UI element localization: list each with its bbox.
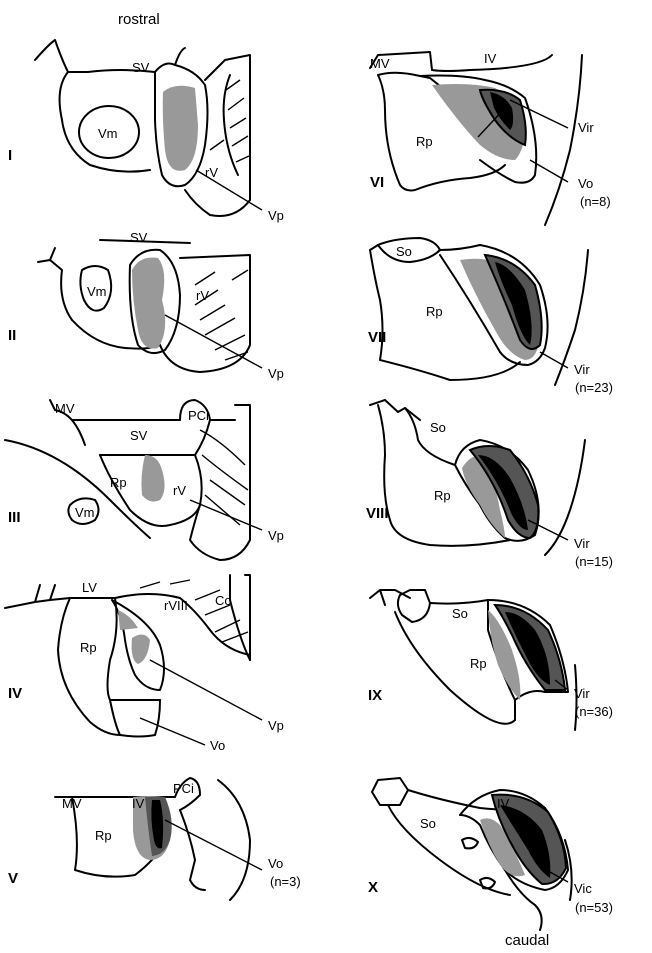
rp-label: Rp [110,475,127,490]
iv-label: IV [497,796,510,811]
mv-label: MV [62,796,82,811]
vic-callout: Vic [574,881,592,896]
vir-callout: Vir [574,536,590,551]
so-label: So [396,244,412,259]
so-label: So [452,606,468,621]
pci-label: PCi [188,408,209,423]
iv-label: IV [132,796,145,811]
rp-label: Rp [416,134,433,149]
panel-viii: So Rp Vir (n=15) VIII [366,400,613,569]
panel-x: IV So Vic (n=53) X [368,778,613,930]
vo-callout: Vo [268,856,283,871]
section-roman: X [368,879,378,896]
vo-callout: Vo [210,738,225,753]
rp-label: Rp [95,828,112,843]
vp-callout: Vp [268,366,284,381]
iv-label: IV [484,51,497,66]
vm-label: Vm [98,126,118,141]
lv-label: LV [82,580,97,595]
vo-callout: Vo [578,176,593,191]
co-label: Co [215,593,232,608]
section-roman: II [8,327,16,344]
panel-ii: SV Vm rV Vp II [8,230,284,381]
n-count: (n=15) [575,554,613,569]
vp-callout: Vp [268,208,284,223]
panel-vii: So Rp Vir (n=23) VII [368,238,613,395]
rp-label: Rp [434,488,451,503]
rp-label: Rp [80,640,97,655]
n-count: (n=8) [580,194,611,209]
sv-label: SV [130,230,148,245]
rp-label: Rp [470,656,487,671]
mv-label: MV [370,56,390,71]
section-roman: VII [368,329,386,346]
panel-iii: MV SV PCi Rp rV Vm Vp III [5,400,284,560]
rv-label: rV [196,288,209,303]
rv-label: rV [173,483,186,498]
panel-iv: LV rVIII Co Rp Vp Vo IV [5,575,284,753]
caudal-label: caudal [505,932,549,949]
n-count: (n=3) [270,874,301,889]
vp-callout: Vp [268,718,284,733]
section-roman: IX [368,687,382,704]
vp-callout: Vp [268,528,284,543]
vm-label: Vm [87,284,107,299]
rp-label: Rp [426,304,443,319]
vir-callout: Vir [574,686,590,701]
rv-label: rV [205,165,218,180]
vm-label: Vm [75,505,95,520]
section-roman: VIII [366,505,389,522]
sv-label: SV [132,60,150,75]
vir-callout: Vir [574,362,590,377]
pci-label: PCi [173,781,194,796]
sv-label: SV [130,428,148,443]
rviii-label: rVIII [164,598,188,613]
rostral-label: rostral [118,11,160,28]
n-count: (n=36) [575,704,613,719]
so-label: So [420,816,436,831]
mv-label: MV [55,401,75,416]
section-roman: III [8,509,21,526]
section-roman: VI [370,174,384,191]
n-count: (n=23) [575,380,613,395]
vir-callout: Vir [578,120,594,135]
section-roman: V [8,870,18,887]
panel-i: SV Vm rV Vp I [8,40,284,223]
section-roman: I [8,147,12,164]
panel-v: MV IV PCi Rp Vo (n=3) V [8,778,301,900]
panel-vi: MV IV Rp Vir Vo (n=8) VI [370,51,611,225]
panel-ix: So Rp Vir (n=36) IX [368,590,613,730]
n-count: (n=53) [575,900,613,915]
so-label: So [430,420,446,435]
section-roman: IV [8,685,22,702]
